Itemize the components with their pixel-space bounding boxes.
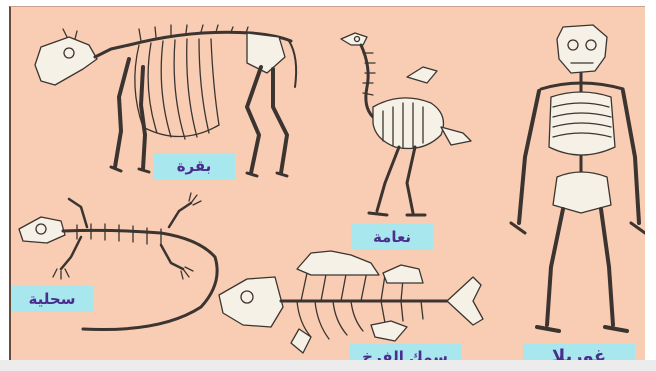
label-lizard: سحلية	[11, 286, 93, 312]
gorilla-skeleton	[511, 25, 645, 331]
page-bottom-strip	[0, 360, 656, 371]
label-perch: سمك الفرخ	[349, 344, 461, 361]
perch-skeleton	[219, 251, 483, 353]
skeletons-illustration	[11, 7, 645, 361]
label-gorilla: غوريلا	[523, 344, 635, 361]
skeletons-panel: بقرة نعامة سحلية سمك الفرخ غوريلا	[9, 6, 645, 361]
label-ostrich: نعامة	[351, 224, 433, 250]
ostrich-skeleton	[341, 33, 471, 215]
label-cow: بقرة	[153, 153, 235, 179]
